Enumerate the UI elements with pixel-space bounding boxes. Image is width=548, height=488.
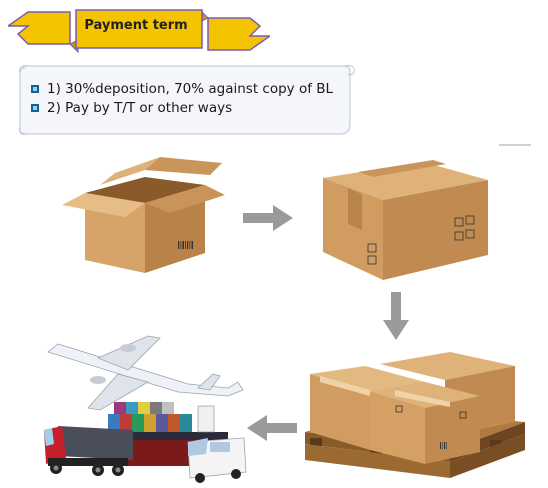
term-text: 1) 30%deposition, 70% against copy of BL — [47, 81, 334, 97]
van-icon — [187, 437, 247, 483]
sealed-box-icon — [323, 160, 488, 280]
arrow-right-icon — [243, 205, 293, 231]
palletized-boxes-icon — [305, 352, 525, 478]
truck-icon — [44, 426, 133, 476]
payment-term-banner — [8, 8, 270, 54]
arrow-down-icon — [383, 292, 409, 340]
bullet-icon — [31, 85, 39, 93]
bullet-icon — [31, 104, 39, 112]
term-text: 2) Pay by T/T or other ways — [47, 100, 233, 116]
terms-scroll — [19, 65, 355, 135]
term-item: 2) Pay by T/T or other ways — [30, 100, 232, 116]
term-item: 1) 30%deposition, 70% against copy of BL — [30, 81, 333, 97]
transport-icon — [44, 335, 247, 483]
banner-title: Payment term — [84, 18, 188, 33]
airplane-icon — [47, 335, 244, 411]
divider-line — [499, 144, 531, 146]
arrow-left-icon — [247, 415, 297, 441]
open-box-icon — [62, 157, 225, 273]
